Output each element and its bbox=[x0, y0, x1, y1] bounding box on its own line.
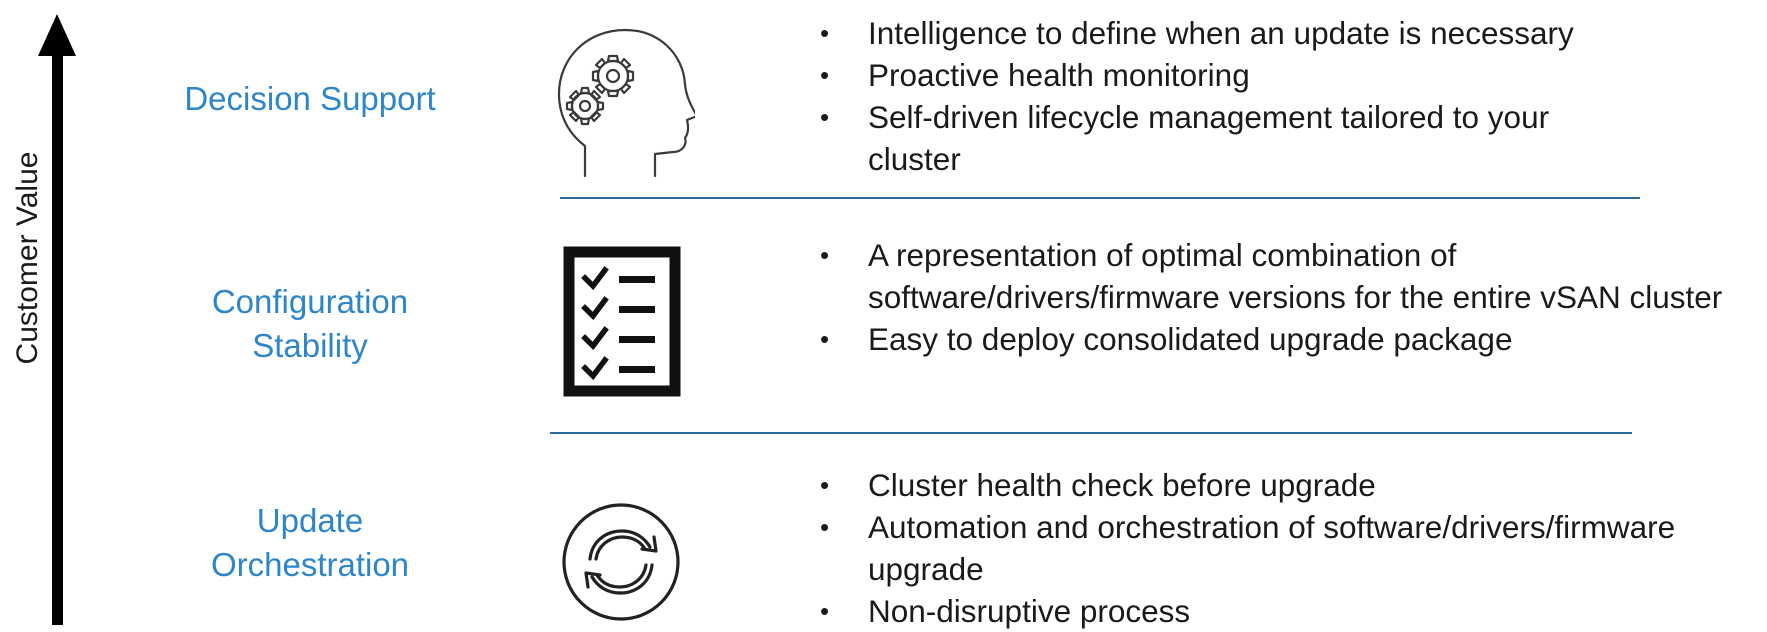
checklist-icon bbox=[563, 246, 681, 397]
tier-label-line: Update bbox=[256, 502, 364, 539]
tier-label-update-orchestration: Update Orchestration bbox=[140, 499, 480, 587]
tier-label-line: Stability bbox=[252, 327, 368, 364]
axis-label: Customer Value bbox=[11, 151, 44, 365]
tier-bullets-configuration-stability: A representation of optimal combination … bbox=[820, 234, 1740, 360]
tier-divider bbox=[550, 432, 1632, 434]
bullet-item: Automation and orchestration of software… bbox=[820, 506, 1767, 590]
tier-divider bbox=[560, 197, 1640, 199]
axis-arrow-head bbox=[38, 14, 76, 56]
bullet-item: Intelligence to define when an update is… bbox=[820, 12, 1680, 54]
axis-arrow-shaft bbox=[52, 50, 63, 625]
tier-label-line: Decision Support bbox=[184, 80, 436, 117]
bullet-item: Self-driven lifecycle management tailore… bbox=[820, 96, 1628, 180]
sync-arrows-icon bbox=[560, 501, 682, 623]
tier-label-configuration-stability: Configuration Stability bbox=[140, 280, 480, 368]
bullet-item: Cluster health check before upgrade bbox=[820, 464, 1760, 506]
bullet-item: Non-disruptive process bbox=[820, 590, 1760, 632]
tier-label-line: Configuration bbox=[211, 283, 409, 320]
bullet-item: A representation of optimal combination … bbox=[820, 234, 1728, 318]
head-gears-icon bbox=[555, 24, 699, 180]
bullet-item: Easy to deploy consolidated upgrade pack… bbox=[820, 318, 1740, 360]
bullet-item: Proactive health monitoring bbox=[820, 54, 1680, 96]
tier-bullets-decision-support: Intelligence to define when an update is… bbox=[820, 12, 1680, 180]
tier-bullets-update-orchestration: Cluster health check before upgrade Auto… bbox=[820, 464, 1760, 632]
tier-label-decision-support: Decision Support bbox=[140, 77, 480, 121]
tier-label-line: Orchestration bbox=[210, 546, 410, 583]
